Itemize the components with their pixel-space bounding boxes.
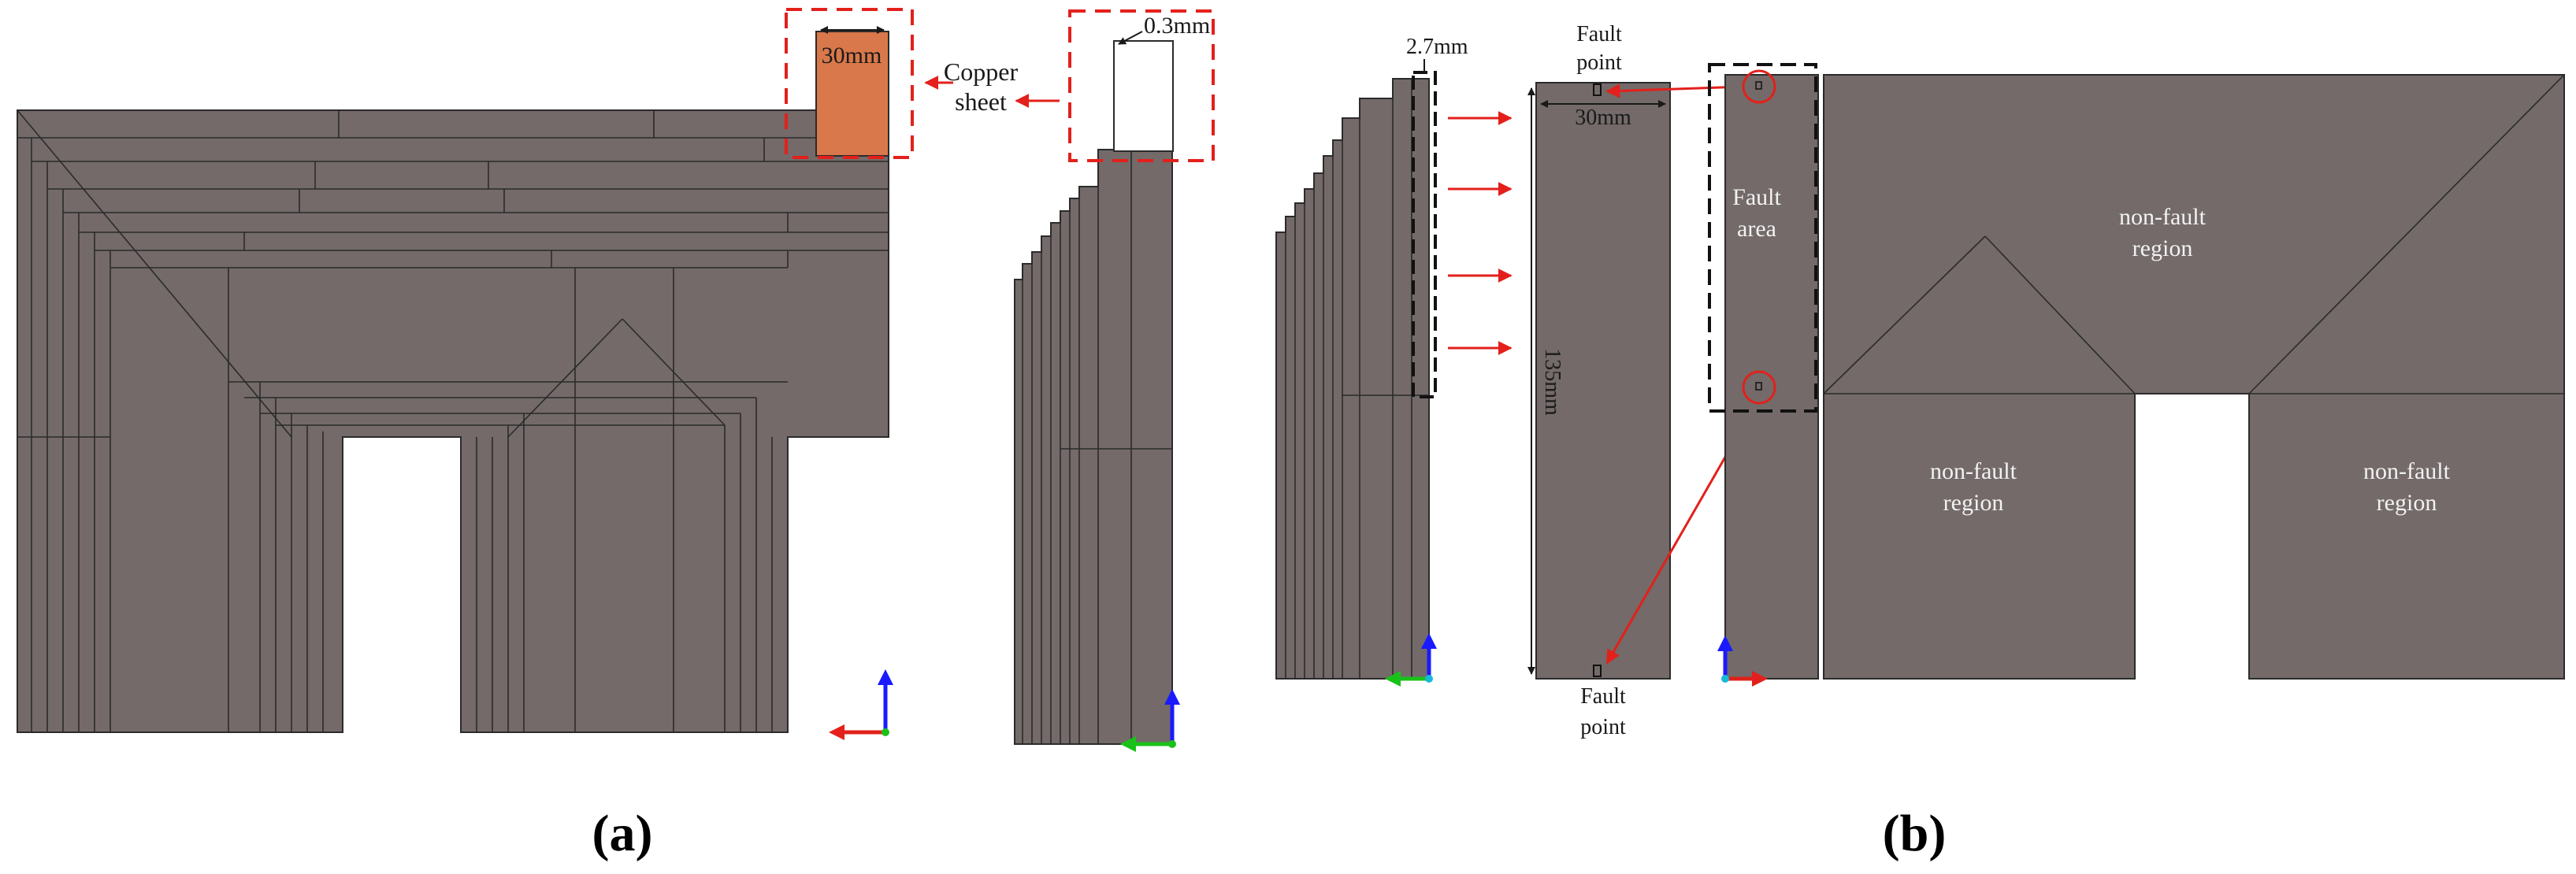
lamination-plane-view bbox=[1724, 74, 2565, 680]
core-front-outline bbox=[17, 109, 889, 733]
axis-triad-a1 bbox=[829, 669, 893, 740]
fault-point-bottom-marker bbox=[1593, 665, 1602, 677]
caption-a: (a) bbox=[592, 805, 653, 862]
yoke-joint-lines bbox=[243, 110, 789, 268]
copper-width-label: 30mm bbox=[822, 43, 882, 69]
thickness-label: 2.7mm bbox=[1406, 35, 1468, 59]
axis-triad-b2 bbox=[1717, 635, 1768, 687]
non-fault-left-line1: non-fault bbox=[1930, 458, 2017, 484]
copper-highlight-box bbox=[785, 8, 914, 159]
fault-point-dot-bottom bbox=[1755, 382, 1762, 391]
fault-point-circle-top bbox=[1742, 69, 1776, 104]
red-arrows-to-lamination bbox=[1448, 111, 1513, 355]
lamination-height-label: 135mm bbox=[1540, 348, 1565, 416]
gap-highlight-box bbox=[1068, 9, 1215, 162]
side-lamination-lines-b bbox=[1285, 79, 1429, 679]
middle-limb-lines bbox=[476, 268, 773, 732]
fault-area-line2: area bbox=[1737, 216, 1776, 242]
non-fault-right-line1: non-fault bbox=[2363, 458, 2451, 484]
non-fault-region-shape bbox=[1823, 74, 2565, 680]
fault-point-bottom-line2: point bbox=[1580, 715, 1626, 739]
fault-point-top-marker bbox=[1593, 83, 1602, 96]
gap-arrow bbox=[1118, 31, 1143, 45]
mitre-lines bbox=[17, 109, 726, 438]
core-side-outline-b bbox=[1275, 78, 1430, 680]
side-copper-sheet bbox=[1113, 40, 1174, 152]
region-boundary-lines bbox=[1823, 74, 2565, 679]
fault-area-line1: Fault bbox=[1732, 184, 1781, 210]
fault-area-highlight-box bbox=[1708, 63, 1817, 413]
fault-point-bottom-line1: Fault bbox=[1580, 684, 1626, 709]
core-side-view-b bbox=[1275, 78, 1430, 680]
fault-point-dot-top bbox=[1755, 81, 1762, 90]
core-side-view-a bbox=[1014, 121, 1173, 745]
copper-label-line1: Copper bbox=[944, 57, 1019, 86]
non-fault-left-line2: region bbox=[1943, 490, 2004, 516]
arrow-top-circle-to-fault-point bbox=[1605, 83, 1746, 98]
fault-point-top-line1: Fault bbox=[1576, 22, 1622, 46]
core-side-outline-a bbox=[1014, 121, 1173, 745]
panel-a: 30mm Copper sheet 0.3mm bbox=[17, 8, 1215, 862]
non-fault-top-line2: region bbox=[2132, 235, 2193, 261]
non-fault-top-line1: non-fault bbox=[2119, 204, 2207, 230]
left-limb-lines bbox=[17, 138, 324, 732]
fault-lamination bbox=[1535, 82, 1671, 680]
fault-point-top-line2: point bbox=[1576, 50, 1622, 75]
lamination-width-label: 30mm bbox=[1575, 106, 1631, 130]
fault-point-circle-bottom bbox=[1742, 370, 1776, 405]
caption-b: (b) bbox=[1883, 805, 1947, 862]
non-fault-right-line2: region bbox=[2377, 490, 2437, 516]
yoke-step-lines bbox=[17, 137, 889, 426]
copper-label-line2: sheet bbox=[955, 87, 1007, 116]
axis-triad-b1 bbox=[1385, 633, 1437, 687]
core-front-view bbox=[17, 109, 889, 733]
side-lamination-lines-a bbox=[1022, 150, 1172, 744]
axis-triad-a2 bbox=[1120, 689, 1180, 752]
gap-label: 0.3mm bbox=[1144, 13, 1210, 39]
panel-b: 2.7mm Fault point 30mm 135mm Fault point bbox=[1275, 22, 2565, 862]
